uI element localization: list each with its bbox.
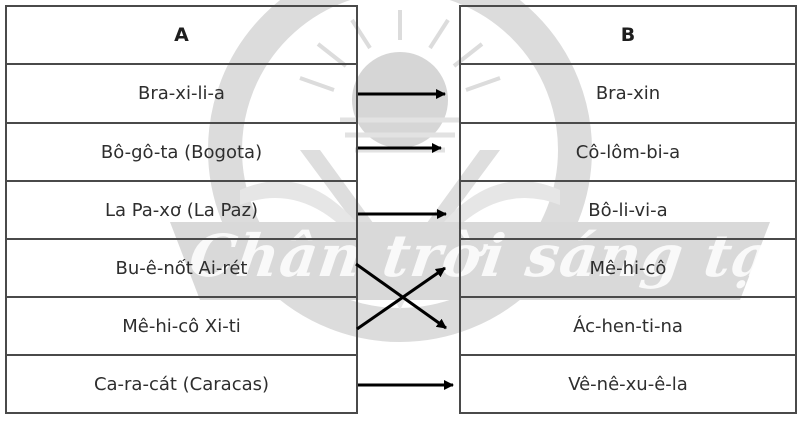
table-a-row: Bô-gô-ta (Bogota) [7, 122, 356, 180]
table-b-row: Ác-hen-ti-na [461, 296, 795, 354]
table-a-header: A [174, 24, 189, 46]
table-b-row: Bra-xin [461, 63, 795, 122]
table-b: B Bra-xin Cô-lôm-bi-a Bô-li-vi-a Mê-hi-c… [459, 5, 797, 414]
table-b-row: Vê-nê-xu-ê-la [461, 354, 795, 412]
arrow-icon [355, 262, 447, 330]
table-b-row: Mê-hi-cô [461, 238, 795, 296]
table-b-row: Cô-lôm-bi-a [461, 122, 795, 180]
arrow-icon [356, 266, 446, 331]
table-a-row: Bra-xi-li-a [7, 63, 356, 122]
table-a-row: La Pa-xơ (La Paz) [7, 180, 356, 238]
table-b-header: B [620, 24, 636, 46]
table-b-row: Bô-li-vi-a [461, 180, 795, 238]
table-a-row: Mê-hi-cô Xi-ti [7, 296, 356, 354]
table-a: A Bra-xi-li-a Bô-gô-ta (Bogota) La Pa-xơ… [5, 5, 358, 414]
table-a-row: Ca-ra-cát (Caracas) [7, 354, 356, 412]
table-a-row: Bu-ê-nốt Ai-rét [7, 238, 356, 296]
